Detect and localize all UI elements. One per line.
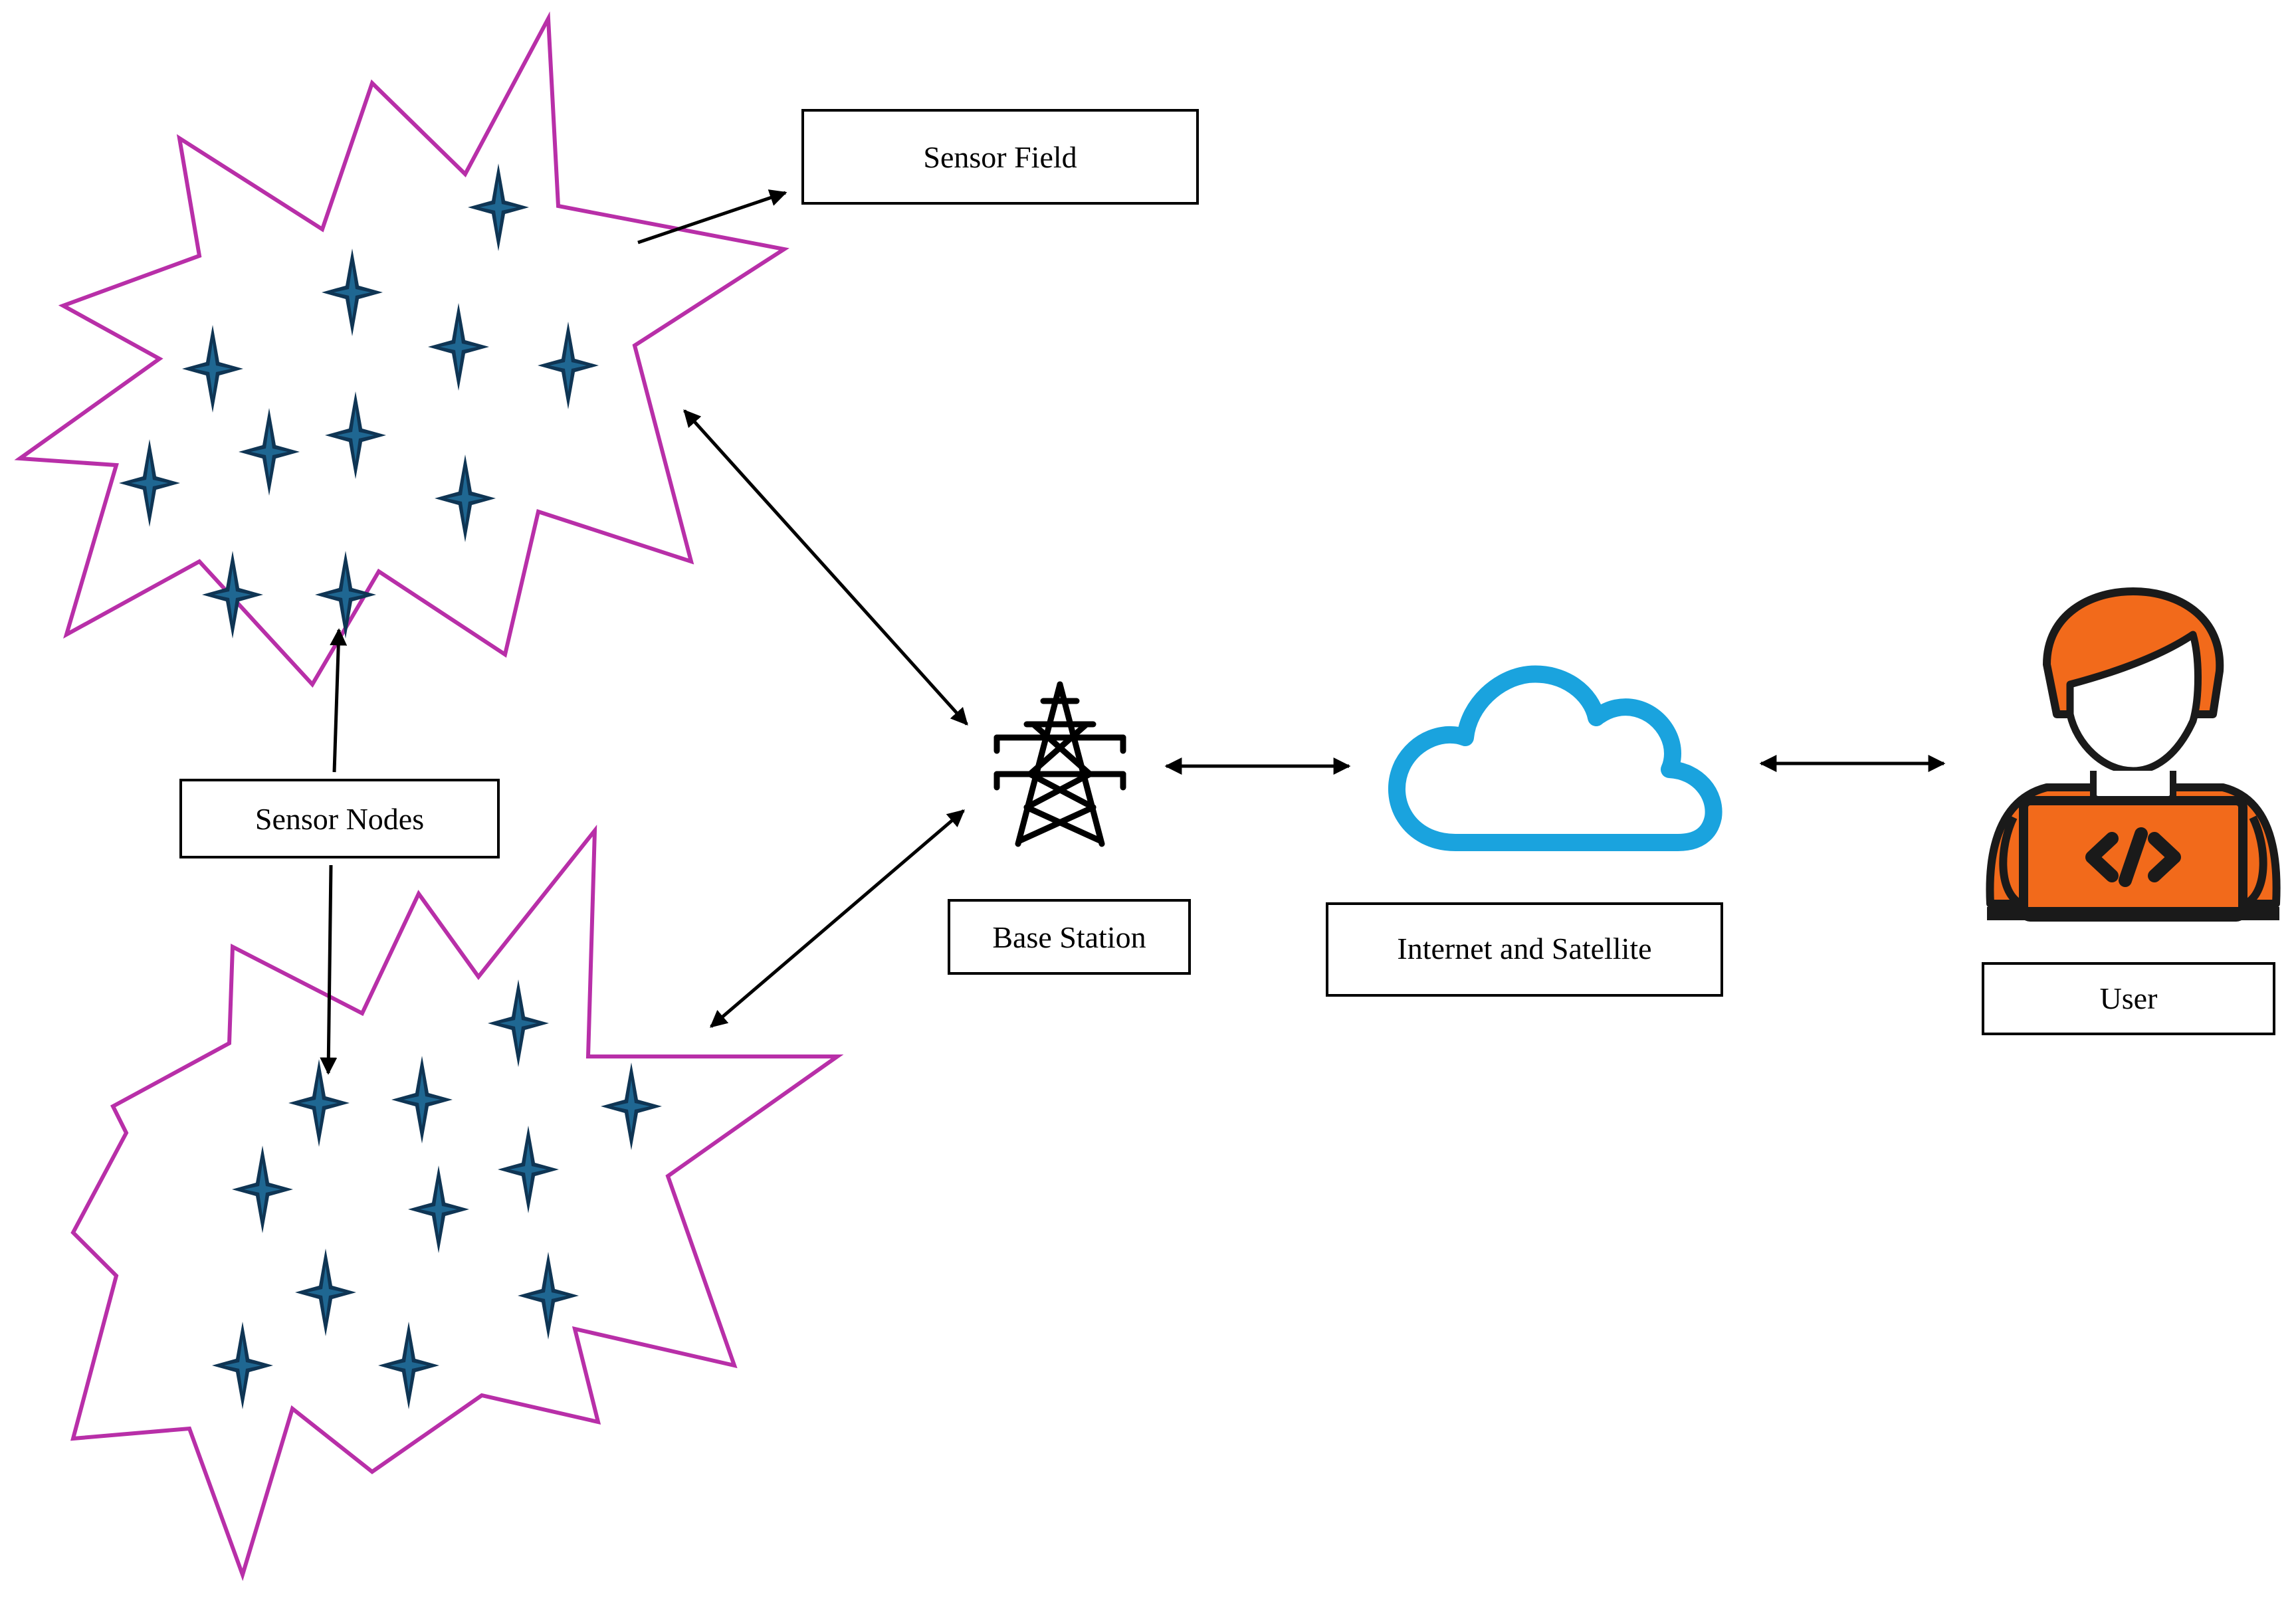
cloud-icon [1388, 665, 1722, 851]
sensor-node-icon [538, 322, 599, 409]
user-label-box: User [1982, 962, 2275, 1035]
arrow-top-field-base-station [683, 409, 968, 726]
sensor-node-icon [498, 1126, 559, 1213]
arrow-bottom-field-base-station [710, 809, 965, 1028]
base-station-label: Base Station [992, 920, 1146, 954]
sensor-node-icon [391, 1056, 453, 1144]
sensor-node-icon [408, 1165, 469, 1253]
sensor-node-icon [212, 1322, 273, 1409]
user-label: User [2100, 981, 2158, 1015]
base-station-label-box: Base Station [948, 899, 1191, 975]
sensor-node-icon [232, 1146, 293, 1233]
sensor-node-icon [325, 391, 386, 479]
sensor-node-icon [119, 439, 180, 527]
sensor-field-label-box: Sensor Field [801, 109, 1199, 205]
sensor-nodes-label: Sensor Nodes [255, 802, 424, 836]
sensor-node-icon [601, 1062, 662, 1150]
developer-user-icon [1986, 587, 2281, 922]
sensor-nodes-bottom [212, 979, 662, 1409]
sensor-node-icon [295, 1249, 356, 1336]
sensor-node-icon [182, 325, 243, 413]
sensor-field-bottom [70, 825, 844, 1581]
sensor-nodes-label-box: Sensor Nodes [179, 779, 500, 858]
sensor-node-icon [322, 249, 383, 336]
arrow-nodes-to-top-field [330, 628, 348, 773]
sensor-node-icon [239, 408, 300, 496]
sensor-node-icon [378, 1322, 439, 1409]
sensor-node-icon [202, 551, 263, 639]
sensor-node-icon [518, 1252, 579, 1340]
internet-label-box: Internet and Satellite [1326, 902, 1723, 997]
sensor-node-icon [468, 163, 529, 251]
sensor-node-icon [428, 303, 489, 391]
sensor-field-label: Sensor Field [923, 140, 1077, 174]
transmission-tower-icon [993, 681, 1126, 847]
internet-label: Internet and Satellite [1397, 932, 1651, 965]
sensor-field-top [14, 11, 789, 688]
arrow-field-to-label [637, 189, 787, 245]
sensor-node-icon [488, 979, 549, 1067]
sensor-node-icon [435, 454, 496, 542]
connectors [320, 189, 1946, 1075]
arrow-nodes-to-bottom-field [320, 864, 338, 1075]
sensor-node-icon [288, 1059, 350, 1147]
sensor-node-icon [315, 551, 376, 639]
